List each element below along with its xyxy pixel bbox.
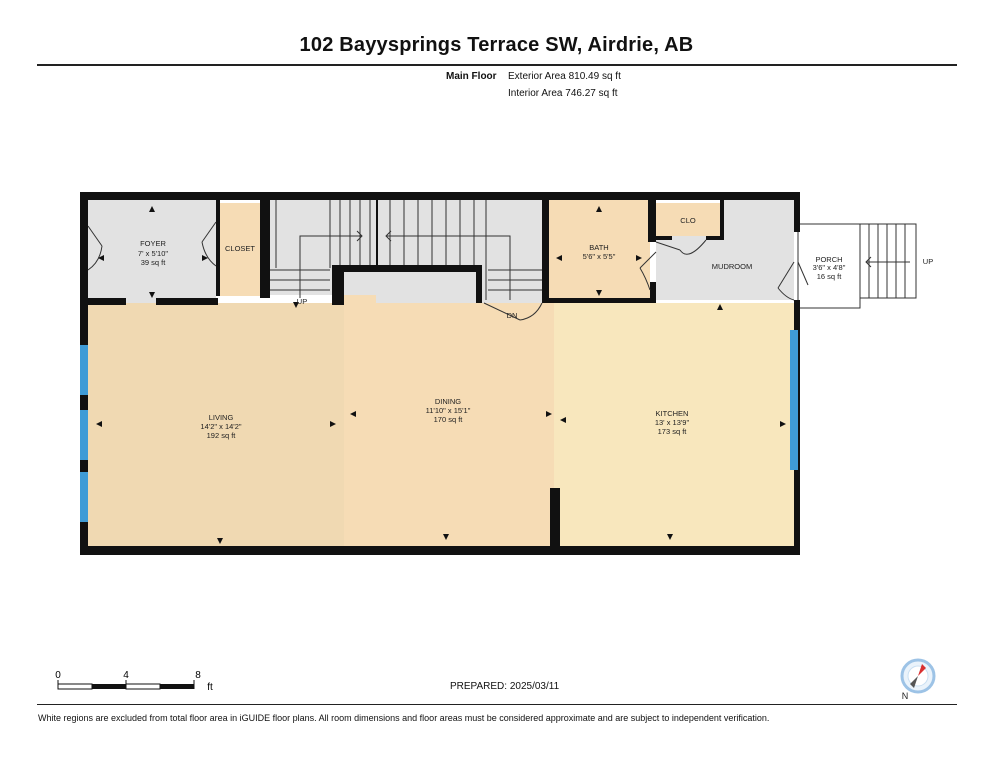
porch-up-label: UP xyxy=(923,257,933,266)
stairs-mid-fill xyxy=(376,200,542,303)
living-fill xyxy=(86,303,344,548)
living-dims: 14'2" x 14'2" xyxy=(200,422,241,431)
prepared-date: PREPARED: 2025/03/11 xyxy=(450,681,560,692)
header-divider xyxy=(37,64,957,66)
scale-tick-4: 4 xyxy=(123,670,129,681)
compass-icon: N xyxy=(900,658,936,701)
wall-dining-left-stub xyxy=(332,265,344,305)
foyer-fill xyxy=(86,198,216,303)
wall-closet-left xyxy=(216,198,220,296)
porch-name: PORCH xyxy=(815,255,842,264)
wall-bath-right-low xyxy=(650,282,656,302)
scale-unit: ft xyxy=(207,682,213,693)
living-area: 192 sq ft xyxy=(207,431,237,440)
porch xyxy=(797,223,917,309)
window-right xyxy=(790,330,798,470)
clo-name: CLO xyxy=(680,216,696,225)
wall-foyer-bottom-b xyxy=(156,298,218,305)
scale-tick-0: 0 xyxy=(55,670,61,681)
dining-area: 170 sq ft xyxy=(434,415,464,424)
wall-dining-top xyxy=(332,265,482,272)
mudroom-name: MUDROOM xyxy=(712,262,752,271)
wall-clo-bottom xyxy=(656,236,672,240)
foyer-area: 39 sq ft xyxy=(141,258,167,267)
page-title: 102 Bayysprings Terrace SW, Airdrie, AB xyxy=(299,34,694,56)
scale-tick-8: 8 xyxy=(195,670,201,681)
room-fills xyxy=(86,198,794,548)
bath-dims: 5'6" x 5'5" xyxy=(583,252,616,261)
bath-name: BATH xyxy=(589,243,608,252)
wall-bath-left xyxy=(542,200,549,303)
compass-north-label: N xyxy=(902,691,909,701)
wall-markers xyxy=(96,206,786,544)
interior-area: Interior Area 746.27 sq ft xyxy=(508,88,618,99)
living-name: LIVING xyxy=(209,413,234,422)
foyer-dims: 7' x 5'10" xyxy=(138,249,168,258)
disclaimer: White regions are excluded from total fl… xyxy=(38,713,770,723)
closet-fill xyxy=(220,203,260,296)
kitchen-dims: 13' x 13'9" xyxy=(655,418,690,427)
window-left-3 xyxy=(80,472,88,522)
wall-foyer-bottom-a xyxy=(80,298,126,305)
exterior-area: Exterior Area 810.49 sq ft xyxy=(508,71,621,82)
wall-stair-right xyxy=(476,268,482,303)
windows xyxy=(80,330,798,522)
wall-clo-bottom-b xyxy=(706,236,724,240)
wall-bath-bottom xyxy=(542,298,656,303)
wall-top xyxy=(80,192,800,200)
mudroom-fill xyxy=(656,236,794,300)
closet-name: CLOSET xyxy=(225,244,255,253)
mudroom-upper-fill xyxy=(722,200,794,240)
wall-stair-divider xyxy=(376,200,378,268)
stair-direction-arrows xyxy=(299,230,511,300)
dining-name: DINING xyxy=(435,397,461,406)
scale-bar: 0 4 8 ft xyxy=(55,670,213,693)
wall-right-upper xyxy=(794,192,800,232)
dining-dims: 11'10" x 15'1" xyxy=(426,406,471,415)
wall-kitchen-stub xyxy=(550,488,560,552)
window-left-2 xyxy=(80,410,88,460)
floor-label: Main Floor xyxy=(446,71,497,82)
bath-fill xyxy=(549,200,650,300)
wall-clo-right xyxy=(720,200,724,240)
kitchen-area: 173 sq ft xyxy=(658,427,688,436)
kitchen-name: KITCHEN xyxy=(656,409,689,418)
doors xyxy=(87,221,809,321)
footer-divider xyxy=(37,704,957,705)
stairs-left-fill xyxy=(270,200,376,295)
wall-bottom xyxy=(80,546,800,555)
stair-up-label: UP xyxy=(297,297,307,306)
wall-bath-right xyxy=(648,200,656,242)
porch-dims: 3'6" x 4'8" xyxy=(813,263,846,272)
wall-closet-right xyxy=(260,198,270,298)
clo-fill xyxy=(656,203,720,236)
window-left-1 xyxy=(80,345,88,395)
stair-down-label: DN xyxy=(507,311,518,320)
porch-area: 16 sq ft xyxy=(817,272,843,281)
kitchen-fill xyxy=(554,303,794,548)
foyer-name: FOYER xyxy=(140,239,166,248)
room-labels: FOYER 7' x 5'10" 39 sq ft CLOSET BATH 5'… xyxy=(138,216,933,440)
dining-fill xyxy=(344,303,554,548)
